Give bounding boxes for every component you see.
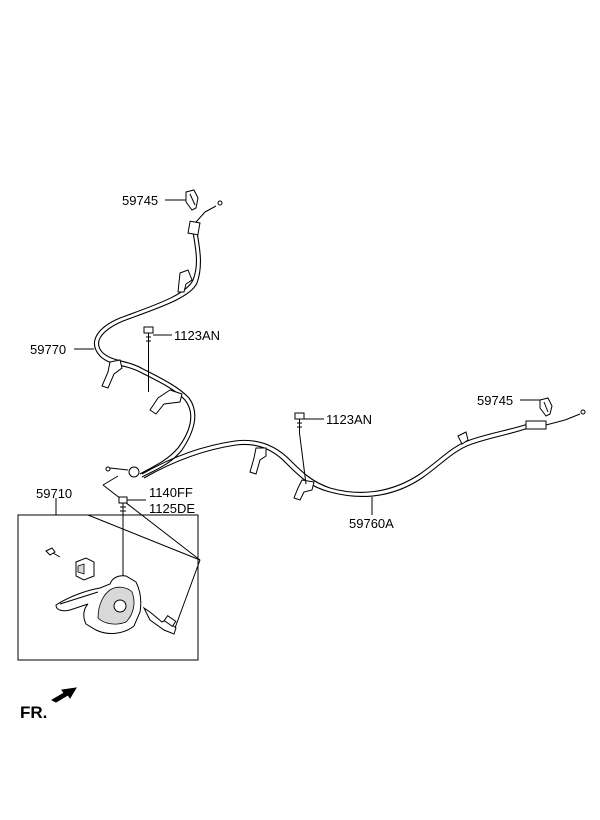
label-lever-assembly: 59710	[36, 486, 72, 501]
front-label: FR.	[20, 703, 47, 722]
clip-upper	[185, 189, 199, 211]
bolt-lever	[118, 496, 128, 580]
label-bolt-lever-a: 1140FF	[149, 485, 193, 500]
bolt-right	[294, 412, 307, 485]
label-bolt-lever-b: 1125DE	[149, 501, 195, 516]
label-bolt-left: 1123AN	[174, 328, 220, 343]
label-cable-right: 59760A	[349, 516, 394, 531]
label-bolt-right: 1123AN	[326, 412, 372, 427]
leader-lines	[55, 199, 540, 515]
clip-right	[539, 397, 553, 417]
bolt-left	[143, 326, 154, 392]
label-clip-upper: 59745	[122, 193, 158, 208]
right-rear-cable	[141, 409, 586, 501]
left-rear-cable	[94, 200, 223, 478]
lever-parts	[45, 547, 177, 635]
front-arrow-icon	[50, 687, 77, 703]
label-clip-right: 59745	[477, 393, 513, 408]
front-indicator: FR.	[20, 687, 77, 722]
label-cable-left: 59770	[30, 342, 66, 357]
